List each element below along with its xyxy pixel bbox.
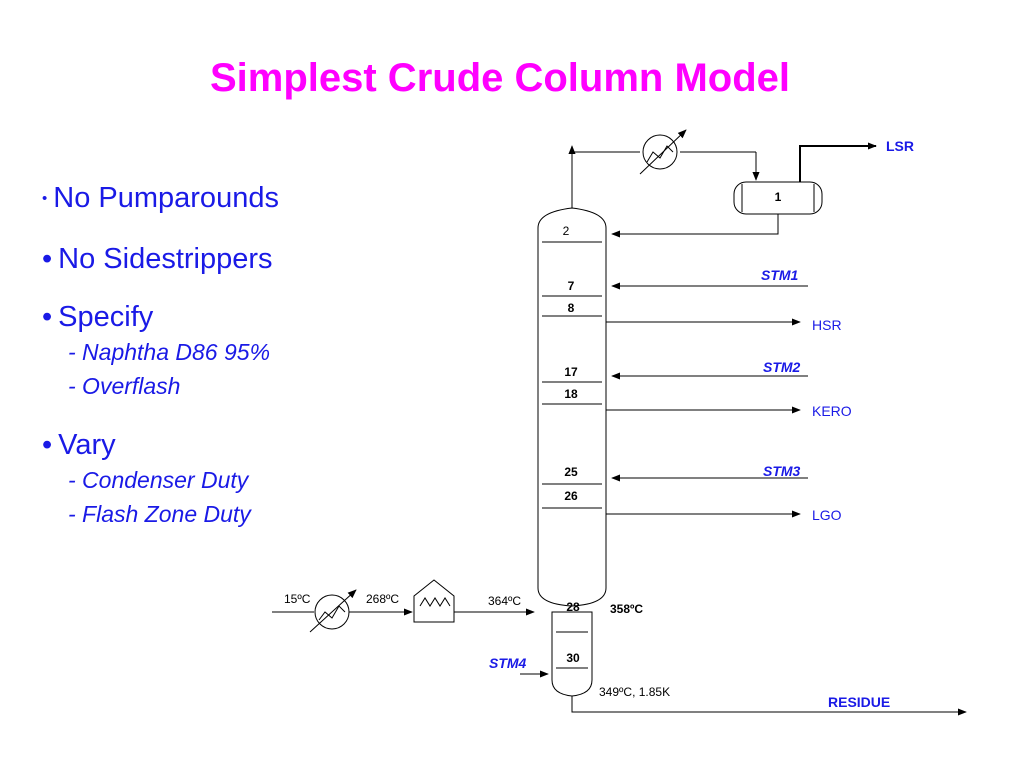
tray-number: 7 [568,279,575,293]
furnace-coil [419,597,451,607]
tray-number: 8 [568,301,575,315]
stream-label-stm1: STM1 [761,267,799,283]
furnace-heater [413,579,455,623]
temp-label-flash-zone: 358ºC [610,602,643,616]
temp-label-bottoms: 349ºC, 1.85K [599,685,670,699]
tray-number: 18 [564,387,578,401]
tray-number: 26 [564,489,578,503]
bullet-text: Vary [58,429,116,462]
bullet-no-sidestrippers: •No Sidestrippers [42,243,273,276]
tray-number: 2 [563,224,570,238]
stream-label-residue: RESIDUE [828,694,890,710]
stream-label-lsr: LSR [886,138,914,154]
bullet-text: Specify [58,301,154,334]
sub-bullet-overflash: - Overflash [68,373,181,400]
exchanger-diagonal-arrow [309,589,357,633]
bullet-text: No Sidestrippers [58,243,273,276]
tray-number: 25 [564,465,578,479]
exchanger-coil [318,605,346,621]
reflux-return-line [611,214,779,238]
sub-bullet-flash-zone-duty: - Flash Zone Duty [68,501,251,528]
slide-title: Simplest Crude Column Model [209,56,791,100]
residue-line [571,696,967,716]
bullet-specify: •Specify [42,301,154,334]
tray-number: 30 [566,651,580,665]
tray-number: 17 [564,365,578,379]
stream-label-kero: KERO [812,403,852,419]
stream-label-stm2: STM2 [763,359,801,375]
bullet-no-pumparounds: •No Pumparounds [42,182,279,214]
bottom-column-section [551,611,593,697]
stream-label-lgo: LGO [812,507,842,523]
lsr-product-line [799,142,877,182]
stream-label-hsr: HSR [812,317,842,333]
bullet-vary: •Vary [42,429,116,462]
bullet-list: •No Pumparounds •No Sidestrippers •Speci… [42,180,382,531]
sub-bullet-naphtha: - Naphtha D86 95% [68,339,271,366]
stream-label-stm4: STM4 [489,655,527,671]
bullet-text: No Pumparounds [53,182,279,214]
tray-number: 1 [775,190,782,204]
temp-label-exchanger-out: 268ºC [366,592,399,606]
sub-bullet-condenser-duty: - Condenser Duty [68,467,249,494]
main-column-shell [537,207,607,607]
tray-number: 28 [566,600,580,614]
temp-label-feed: 15ºC [284,592,311,606]
stream-label-stm3: STM3 [763,463,801,479]
temp-label-furnace-out: 364ºC [488,594,521,608]
condenser-diagonal-arrow [639,129,687,175]
condenser-exchanger-icon [642,134,678,170]
condenser-coil [646,145,674,163]
